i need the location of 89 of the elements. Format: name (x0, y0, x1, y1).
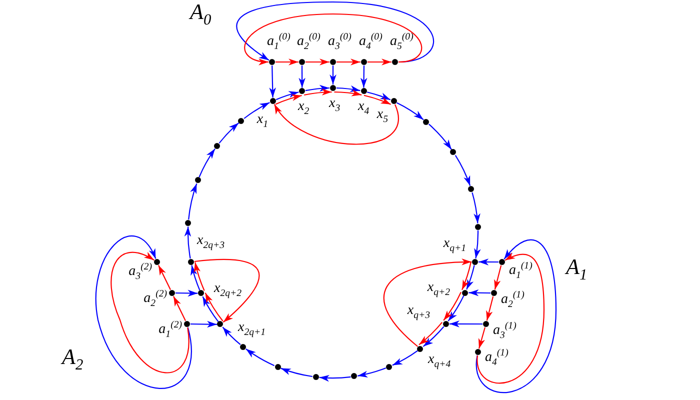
vertex-label: x$_{q+2}$ (427, 280, 450, 296)
arrow (305, 85, 330, 92)
vertex-dot (474, 224, 481, 230)
arrow (176, 290, 198, 297)
arrow (336, 86, 360, 92)
arrow (486, 296, 494, 321)
vertex-dot (238, 118, 244, 124)
arrow (280, 368, 312, 378)
arrow (244, 102, 270, 119)
vertex-dot (240, 344, 246, 350)
arrow (392, 350, 418, 366)
arrow (336, 58, 360, 66)
vertex-label: x$_{2q+3}$ (196, 233, 225, 249)
arrow (450, 320, 482, 328)
arrow (188, 183, 198, 220)
arrow (275, 94, 302, 105)
vertex-dot (468, 186, 474, 192)
arrow (276, 58, 298, 66)
arrow (366, 92, 391, 100)
arrow (276, 91, 299, 100)
arrow (204, 292, 224, 322)
arrow (360, 66, 368, 88)
vertex-dot (351, 373, 358, 380)
arrow (418, 322, 443, 346)
arrow (246, 348, 275, 366)
arrow (274, 104, 399, 145)
arrow (236, 1, 434, 63)
vertex-dot (450, 149, 456, 156)
arrow (364, 94, 392, 105)
arrow (202, 296, 219, 322)
set-label: A$_{0}$ (190, 0, 212, 24)
arrow (472, 192, 480, 224)
arrow (368, 58, 392, 66)
arrow (244, 13, 422, 64)
vertex-label: x$_{1}$ (256, 112, 268, 128)
arrow (306, 58, 330, 66)
vertex-label: x$_{2}$ (298, 98, 310, 115)
arrow (110, 252, 190, 374)
arrow (478, 258, 498, 266)
arrow (396, 102, 424, 120)
vertex-label: x$_{5}$ (376, 106, 388, 123)
vertex-dot (423, 118, 430, 125)
vertex-label: x$_{4}$ (358, 98, 370, 115)
arrow (468, 289, 490, 296)
arrow (95, 236, 192, 389)
arrow (198, 148, 216, 178)
arrow (454, 155, 471, 186)
vertex-dot (214, 142, 220, 149)
set-label: A$_{2}$ (62, 345, 84, 369)
arrow (173, 296, 186, 322)
arrow (478, 327, 486, 349)
arrow (462, 262, 472, 290)
vertex-label: x$_{q+1}$ (443, 236, 466, 252)
vertex-label: x$_{2q+1}$ (238, 320, 266, 336)
arrow (358, 367, 386, 378)
vertex-label: x$_{q+4}$ (428, 352, 451, 368)
arrow (269, 65, 276, 98)
arrow (158, 264, 171, 290)
arrow (476, 252, 545, 384)
arrow (384, 258, 472, 347)
vertex-dot (185, 220, 192, 226)
arrow (194, 259, 260, 323)
vertex-dot (312, 374, 319, 380)
arrow (190, 320, 217, 328)
arrow (190, 265, 200, 290)
vertex-dot (386, 364, 392, 370)
arrow (448, 296, 464, 322)
arrow (466, 265, 475, 290)
arrow (194, 262, 205, 291)
arrow (298, 66, 306, 88)
arrow (476, 240, 557, 393)
vertex-label: x$_{2q+2}$ (214, 281, 242, 297)
vertex-dot (274, 364, 280, 370)
set-label: A$_{1}$ (566, 255, 588, 279)
arrow (184, 226, 192, 259)
arrow (443, 292, 462, 321)
vertex-dot (194, 177, 201, 184)
arrow (330, 66, 336, 84)
arrow (474, 230, 481, 259)
vertex-label: x$_{3}$ (329, 96, 340, 112)
arrow (422, 326, 444, 347)
arrow (304, 88, 332, 96)
arrow (319, 374, 351, 382)
arrow (428, 124, 452, 150)
arrow (494, 265, 502, 290)
arrow (218, 122, 240, 144)
arrow (334, 90, 362, 96)
arrow (222, 326, 241, 346)
vertex-label: x$_{q+3}$ (407, 303, 430, 319)
